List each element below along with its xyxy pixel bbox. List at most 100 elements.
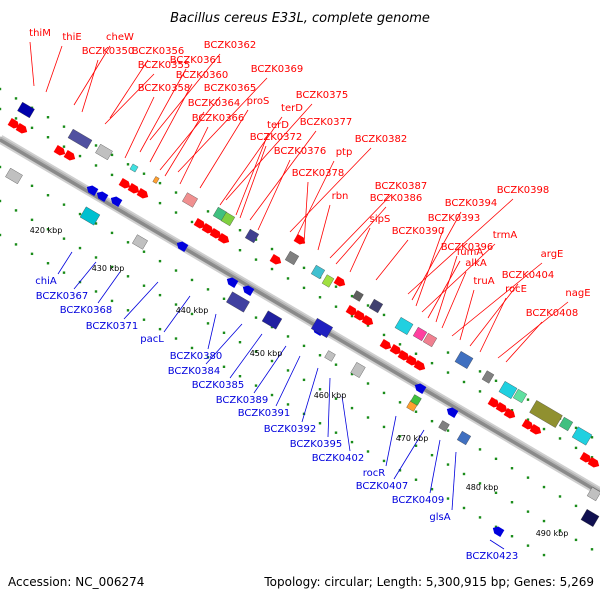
forward-gene-label: BCZK0378 [292,168,345,179]
guide-dot [14,209,18,212]
leader-line [435,255,458,323]
guide-dot [238,249,242,252]
scale-label: 450 kbp [250,349,283,358]
guide-dot [46,116,50,119]
guide-dot [510,535,514,538]
leader-line [451,262,543,337]
leader-line [207,313,217,350]
forward-gene-label: BCZK0386 [370,193,423,204]
gene-box [394,317,414,335]
gene-box [558,416,574,432]
leader-line [421,243,496,313]
guide-dot [302,344,306,348]
forward-gene-arrow [389,344,402,355]
guide-dot [318,296,322,299]
forward-gene-label: argE [541,249,564,260]
leader-line [427,260,461,319]
guide-dot [350,440,354,444]
reverse-gene-arrow [242,285,255,296]
leader-line [163,295,191,333]
gene-box [17,101,35,119]
guide-dot [142,250,146,253]
guide-dot [238,375,242,378]
guide-dot [414,478,418,481]
guide-dot [478,390,482,393]
gene-box [226,291,250,313]
reverse-gene-label: glsA [429,512,450,523]
leader-line [459,289,475,341]
leader-line [124,96,155,159]
forward-gene-label: nagE [565,288,590,299]
guide-dot [446,351,450,354]
leader-line [73,45,111,106]
forward-gene-label: fumA [457,247,484,258]
guide-dot [158,293,162,297]
forward-gene-arrow [217,233,230,244]
guide-dot [222,331,226,334]
guide-dot [526,476,530,479]
guide-dot [462,380,466,384]
label-leaders [29,41,569,550]
leader-line [451,451,457,511]
guide-dot [286,403,290,406]
forward-gene-arrow [353,310,366,321]
forward-gene-arrow [15,123,28,134]
guide-dot [190,220,194,224]
forward-gene-label: BCZK0396 [441,242,494,253]
forward-gene-arrow [209,228,222,239]
guide-dot [542,553,546,557]
guide-dot [62,203,66,206]
reverse-gene-label: BCZK0407 [356,481,409,492]
leader-line [104,73,155,125]
forward-gene-label: terD [267,120,289,131]
leader-line [429,439,441,494]
guide-dot [30,252,34,256]
leader-line [225,103,313,201]
guide-dot [558,495,562,498]
guide-dot [318,422,322,425]
topology-text: Topology: circular; Length: 5,300,915 bp… [263,575,594,589]
guide-dot [542,427,546,431]
leader-line [385,415,397,467]
guide-dot [110,153,114,157]
gene-box [220,211,236,227]
guide-dot [0,233,2,237]
guide-dot [526,418,530,421]
gene-box [350,362,366,378]
guide-dot [142,318,146,321]
guide-dot [366,382,370,385]
leader-line [97,271,121,304]
forward-gene-arrow [118,178,131,189]
gene-box [498,381,518,399]
guide-dot [398,469,402,472]
guide-dot [286,277,290,280]
leader-line [303,181,309,245]
leader-line [219,116,283,206]
leader-line [205,323,243,365]
reverse-gene-arrow [446,407,459,418]
guide-dot [526,398,530,401]
guide-dot [334,431,338,434]
forward-gene-arrow [269,254,282,265]
leader-line [253,345,287,394]
leader-line [295,160,335,239]
guide-dot [318,354,322,357]
forward-gene-label: BCZK0372 [250,132,303,143]
reverse-gene-arrow [176,241,189,252]
guide-dot [238,341,242,344]
gene-box [152,176,160,184]
guide-dot [158,327,162,331]
guide-dot [462,472,466,476]
guide-dot [446,429,450,432]
guide-dot [110,299,114,303]
gene-box [284,250,300,266]
forward-gene-label: BCZK0382 [355,134,408,145]
forward-gene-label: BCZK0364 [188,98,241,109]
reverse-gene-label: BCZK0371 [86,321,139,332]
guide-dot [174,211,178,214]
forward-gene-arrow [7,118,20,129]
guide-dot [318,388,322,391]
guide-dot [174,303,178,306]
